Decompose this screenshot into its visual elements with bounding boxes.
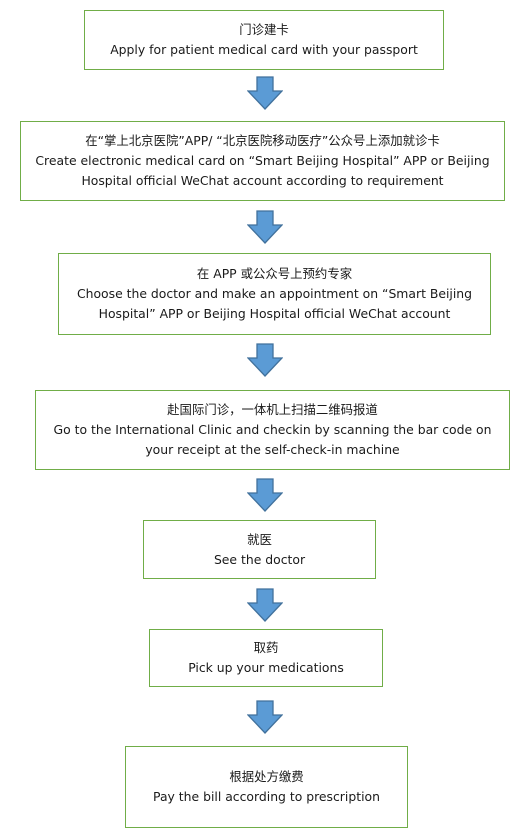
step-5-text-en: See the doctor: [213, 551, 306, 567]
step-6-box: 取药 Pick up your medications: [149, 629, 383, 687]
down-arrow-icon: [246, 343, 284, 377]
step-3-text-en-line-1: Choose the doctor and make an appointmen…: [76, 286, 473, 301]
down-arrow-icon: [246, 700, 284, 734]
step-5-title-zh: 就医: [247, 531, 272, 547]
step-2-text-en-line-2: Hospital official WeChat account accordi…: [81, 173, 444, 188]
step-1-title-zh: 门诊建卡: [239, 22, 289, 37]
step-4-title-zh: 赴国际门诊，一体机上扫描二维码报道: [167, 402, 378, 417]
step-3-text-en-line-2: Hospital” APP or Beijing Hospital offici…: [98, 306, 451, 321]
step-5-box: 就医 See the doctor: [143, 520, 376, 579]
step-2-title-zh: 在“掌上北京医院”APP/ “北京医院移动医疗”公众号上添加就诊卡: [85, 133, 440, 148]
step-6-text-en: Pick up your medications: [188, 660, 344, 675]
step-4-text-en-line-1: Go to the International Clinic and check…: [53, 422, 492, 437]
step-7-title-zh: 根据处方缴费: [229, 769, 304, 784]
step-2-text-en-line-1: Create electronic medical card on “Smart…: [35, 153, 490, 168]
step-3-title-zh: 在 APP 或公众号上预约专家: [196, 266, 353, 281]
step-7-text-en: Pay the bill according to prescription: [153, 789, 380, 804]
step-3-box: 在 APP 或公众号上预约专家 Choose the doctor and ma…: [58, 253, 491, 335]
down-arrow-icon: [246, 588, 284, 622]
down-arrow-icon: [246, 210, 284, 244]
down-arrow-icon: [246, 478, 284, 512]
step-2-box: 在“掌上北京医院”APP/ “北京医院移动医疗”公众号上添加就诊卡 Create…: [20, 121, 505, 201]
step-1-text-en: Apply for patient medical card with your…: [110, 42, 418, 57]
step-1-box: 门诊建卡 Apply for patient medical card with…: [84, 10, 444, 70]
down-arrow-icon: [246, 76, 284, 110]
step-7-box: 根据处方缴费 Pay the bill according to prescri…: [125, 746, 408, 828]
step-4-text-en-line-2: your receipt at the self-check-in machin…: [145, 442, 400, 457]
step-6-title-zh: 取药: [253, 640, 279, 655]
step-4-box: 赴国际门诊，一体机上扫描二维码报道 Go to the Internationa…: [35, 390, 510, 470]
